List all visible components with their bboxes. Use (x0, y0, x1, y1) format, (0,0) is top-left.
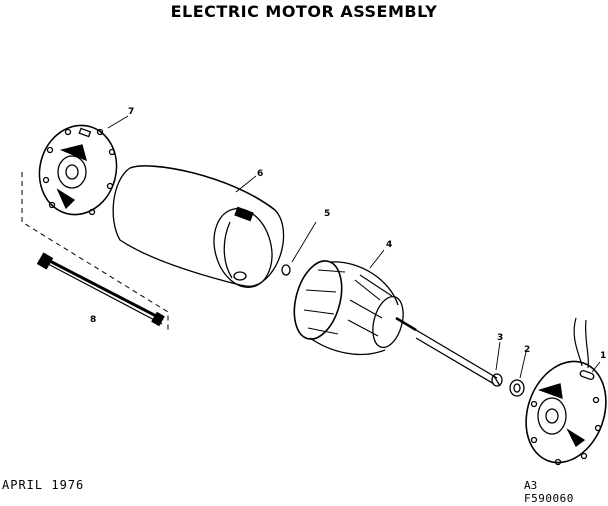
drawing-code: F590060 (524, 492, 574, 505)
bearing-part-2 (509, 351, 527, 397)
bearing-part-3 (491, 341, 503, 387)
callout-2: 2 (524, 345, 530, 355)
callout-4: 4 (386, 240, 392, 250)
armature (293, 249, 501, 387)
date-label: APRIL 1976 (2, 478, 85, 492)
callout-3: 3 (497, 333, 503, 343)
washer-part-5 (281, 221, 317, 276)
callout-1: 1 (600, 351, 606, 361)
end-plate-right (525, 317, 607, 466)
motor-housing (112, 165, 285, 288)
end-plate-left (38, 124, 118, 216)
callout-6: 6 (257, 169, 263, 179)
through-bolt (21, 172, 169, 332)
page-code: A3 (524, 479, 538, 492)
callout-7: 7 (128, 107, 134, 117)
callout-5: 5 (324, 209, 330, 219)
callout-8: 8 (90, 315, 96, 325)
diagram-title: ELECTRIC MOTOR ASSEMBLY (170, 2, 438, 21)
